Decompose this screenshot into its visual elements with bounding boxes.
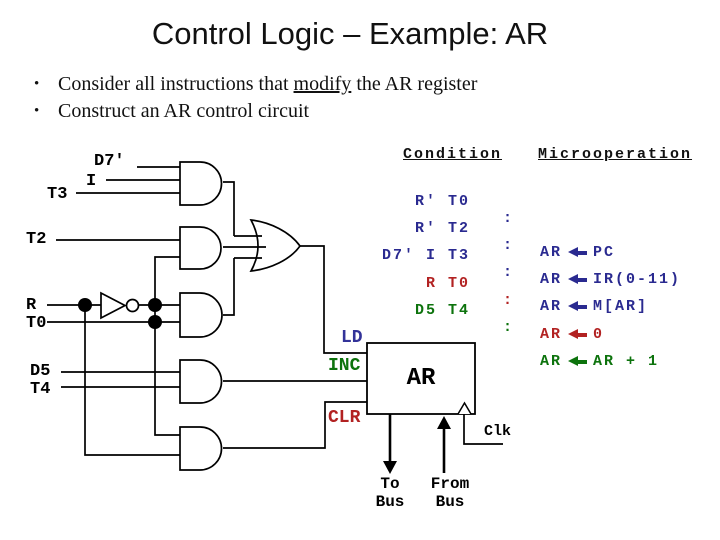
colon: : — [503, 264, 515, 281]
colon: : — [503, 210, 515, 227]
condition-cell: R' T0 — [414, 193, 470, 210]
table-header-microoperation: Microoperation — [538, 146, 693, 163]
and-gate-ld — [179, 161, 223, 206]
left-arrow-icon — [568, 356, 588, 367]
input-label-d5: D5 — [30, 362, 51, 381]
colon: : — [503, 319, 515, 336]
from-bus-arrow — [437, 416, 451, 473]
left-arrow-icon — [568, 329, 588, 340]
page-title: Control Logic – Example: AR — [151, 16, 549, 51]
input-label-t0: T0 — [26, 314, 47, 333]
colon: : — [503, 292, 515, 309]
clock-edge-triangle-icon — [457, 401, 472, 415]
condition-cell: D5 T4 — [414, 302, 470, 319]
clr-label: CLR — [328, 408, 361, 428]
left-arrow-icon — [568, 301, 588, 312]
input-label-r: R — [26, 296, 37, 315]
condition-cell: R T0 — [425, 275, 470, 292]
junction-dot — [148, 298, 162, 312]
bullet-text: Consider all instructions that modify th… — [58, 73, 478, 95]
not-gate-bubble — [125, 298, 140, 313]
and-gate-rt0 — [179, 292, 223, 338]
and-gate-rt2 — [179, 226, 222, 270]
left-arrow-icon — [568, 274, 588, 285]
bullet-icon: • — [34, 103, 40, 119]
bullet-item: • Consider all instructions that modify … — [34, 71, 477, 98]
ld-label: LD — [341, 328, 363, 348]
or-input-stubs — [223, 235, 266, 259]
junction-dot — [78, 298, 92, 312]
ar-register-label: AR — [406, 365, 436, 392]
bullet-text: Construct an AR control circuit — [58, 100, 310, 122]
input-label-t2: T2 — [26, 230, 47, 249]
table-header-condition: Condition — [403, 146, 503, 163]
input-label-i: I — [86, 172, 97, 191]
ar-register-box — [366, 342, 476, 415]
clk-label: Clk — [484, 423, 512, 440]
and-gate-inc — [179, 359, 223, 404]
bullet-list: • Consider all instructions that modify … — [34, 71, 477, 125]
inc-label: INC — [328, 356, 361, 376]
or-gate — [249, 218, 302, 273]
input-label-t3: T3 — [47, 185, 68, 204]
condition-cell: D7' I T3 — [381, 247, 470, 264]
wires — [47, 166, 503, 456]
left-arrow-icon — [568, 247, 588, 258]
condition-cell: R' T2 — [414, 220, 470, 237]
input-label-t4: T4 — [30, 380, 51, 399]
bullet-icon: • — [34, 76, 40, 92]
bullet-item: • Construct an AR control circuit — [34, 98, 477, 125]
input-label-d7: D7' — [94, 152, 125, 171]
junction-dot — [148, 315, 162, 329]
to-bus-arrow — [383, 414, 397, 474]
not-gate-icon — [100, 291, 127, 320]
and-gate-clr — [179, 426, 223, 471]
colon: : — [503, 237, 515, 254]
